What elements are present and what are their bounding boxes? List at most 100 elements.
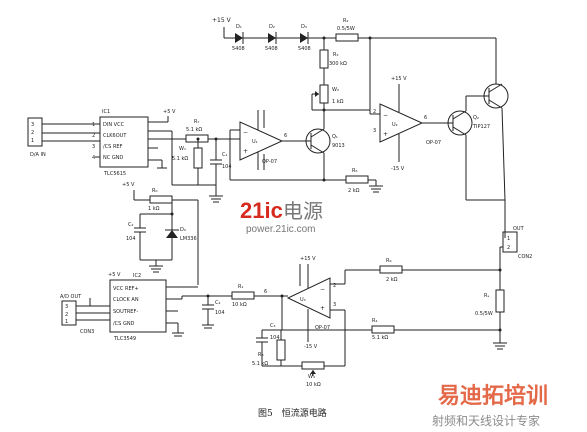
svg-text:/CS REF: /CS REF: [103, 144, 123, 150]
opamp-u2-stage: − + U₂ OP-07 2 3 6 +15 V -15 V Q₂ TIP127: [369, 76, 509, 201]
label-q2: Q₂: [473, 115, 479, 121]
potentiometer-w3-symbol: [301, 361, 325, 370]
logo-main: 易迪拓培训: [438, 383, 548, 409]
opamp-u3-stage: R₁ 10 kΩ 6 C₄ 104 − + U₃ OP-07 2 3 +15 V…: [202, 256, 502, 388]
label-r3-val: 300 kΩ: [329, 61, 347, 67]
ic1-symbol: [99, 116, 149, 168]
label-c4: C₄: [215, 300, 221, 306]
svg-text:4: 4: [92, 155, 95, 161]
opamp-u3-symbol: [286, 277, 331, 319]
svg-text:3: 3: [92, 144, 95, 150]
label-c2-val: 104: [126, 236, 136, 242]
potentiometer-w1-symbol: [193, 147, 203, 169]
label-u3-part: OP-07: [315, 325, 330, 331]
svg-text:3: 3: [333, 302, 336, 308]
resistor-r3-symbol: [319, 49, 329, 69]
label-c1: C₁: [222, 152, 228, 158]
diode-d1-symbol: [235, 33, 243, 43]
watermark-brand: 21ic: [240, 198, 283, 223]
resistor-r1-symbol: [231, 291, 255, 300]
ic2-adc-block: +5 V IC2 VCC REF+ CLOCK AN SOUTREF- /CS …: [60, 272, 232, 342]
svg-text:2: 2: [373, 109, 376, 115]
label-u1: U₁: [252, 139, 258, 145]
svg-text:DIN VCC: DIN VCC: [103, 122, 125, 128]
label-w3-val: 10 kΩ: [306, 382, 321, 388]
label-r7-val: 5.1 kΩ: [186, 127, 202, 133]
label-d0-part: LM336: [180, 236, 197, 242]
label-r0-val: 1 kΩ: [148, 206, 160, 212]
svg-text:−: −: [243, 129, 248, 136]
label-c4-val: 104: [215, 310, 225, 316]
diode-d2-symbol: [268, 33, 276, 43]
label-r1-val: 10 kΩ: [232, 302, 247, 308]
resistor-r4-symbol: [371, 325, 395, 334]
svg-text:1: 1: [92, 122, 95, 128]
potentiometer-w2-symbol: [319, 84, 329, 104]
svg-text:NC GND: NC GND: [103, 155, 123, 161]
connector-con2-symbol: [502, 231, 518, 253]
svg-text:6: 6: [424, 115, 427, 121]
label-r6-val: 2 kΩ: [386, 277, 398, 283]
label-u2-part: OP-07: [426, 140, 441, 146]
label-w2: W₂: [332, 87, 339, 93]
label-r0: R₀: [152, 188, 157, 194]
svg-text:VCC REF+: VCC REF+: [113, 286, 139, 292]
label-da-in: D/A IN: [30, 152, 46, 158]
svg-text:CLK6OUT: CLK6OUT: [103, 133, 127, 139]
label-r4: R₄: [372, 318, 377, 324]
label-r4-val: 5.1 kΩ: [372, 335, 388, 341]
svg-text:+: +: [383, 131, 388, 138]
label-d2: D₂: [269, 24, 275, 30]
label-ad-out: A/D OUT: [60, 294, 82, 300]
label-c2: C₂: [128, 222, 134, 228]
opamp-u1-symbol: [239, 121, 284, 161]
label-d3-part: 5408: [298, 46, 311, 52]
label-plus5v-ref: +5 V: [122, 182, 135, 188]
svg-text:+: +: [320, 305, 325, 312]
resistor-r5-symbol: [345, 175, 369, 184]
label-c3-val: 104: [270, 335, 280, 341]
label-r5: R₅: [352, 168, 357, 174]
label-r2: R₂: [343, 18, 348, 24]
label-plus15v-top: +15 V: [212, 17, 232, 24]
svg-text:6: 6: [264, 289, 267, 295]
resistor-rs-symbol: [495, 289, 505, 313]
figure-caption: 图5 恒流源电路: [258, 407, 327, 419]
label-minus15v-u3: -15 V: [304, 344, 318, 350]
label-r8-val: 5.1 kΩ: [252, 361, 268, 367]
label-w1-val: 5.1 kΩ: [172, 156, 188, 162]
label-plus5v-ic2: +5 V: [108, 272, 121, 278]
svg-text:6: 6: [284, 133, 287, 139]
label-plus15v-u3: +15 V: [300, 256, 316, 262]
label-ic2-part: TLC3549: [113, 336, 136, 342]
label-r2-val: 0.5/5W: [337, 26, 355, 32]
resistor-r8-symbol: [276, 339, 286, 361]
label-minus15v-u2: -15 V: [391, 166, 405, 172]
label-r1: R₁: [238, 284, 243, 290]
diode-d3-symbol: [300, 33, 308, 43]
resistor-r6-symbol: [379, 265, 403, 274]
svg-text:−: −: [383, 112, 388, 119]
svg-text:1: 1: [507, 236, 510, 242]
label-ic1-part: TLC5615: [103, 171, 126, 177]
label-q1-part: 9013: [332, 143, 345, 149]
label-ic1: IC1: [102, 109, 110, 115]
label-w1: W₁: [179, 146, 186, 152]
label-r5-val: 2 kΩ: [348, 188, 360, 194]
watermark-url: power.21ic.com: [246, 224, 315, 235]
label-rs: Rₛ: [484, 293, 489, 299]
svg-text:1: 1: [65, 319, 68, 325]
svg-text:SOUTREF-: SOUTREF-: [113, 309, 138, 315]
svg-text:3: 3: [373, 128, 376, 134]
label-rs-val: 0.5/5W: [475, 311, 493, 317]
voltage-reference-block: +5 V R₀ 1 kΩ C₂ 104 D₀ LM336: [122, 182, 199, 285]
label-con3: CON3: [80, 329, 94, 335]
feedback-network: R₃ 300 kΩ W₂ 1 kΩ: [311, 38, 371, 120]
label-d1-part: 5408: [232, 46, 245, 52]
label-q1: Q₁: [332, 134, 338, 140]
label-u1-part: OP-07: [262, 159, 277, 165]
top-supply-chain: +15 V D₁ 5408 D₂ 5408 D₃ 5408 R₂ 0.5/5W: [212, 17, 497, 85]
label-u3: U₃: [300, 297, 306, 303]
label-w3: W₃: [308, 374, 315, 380]
